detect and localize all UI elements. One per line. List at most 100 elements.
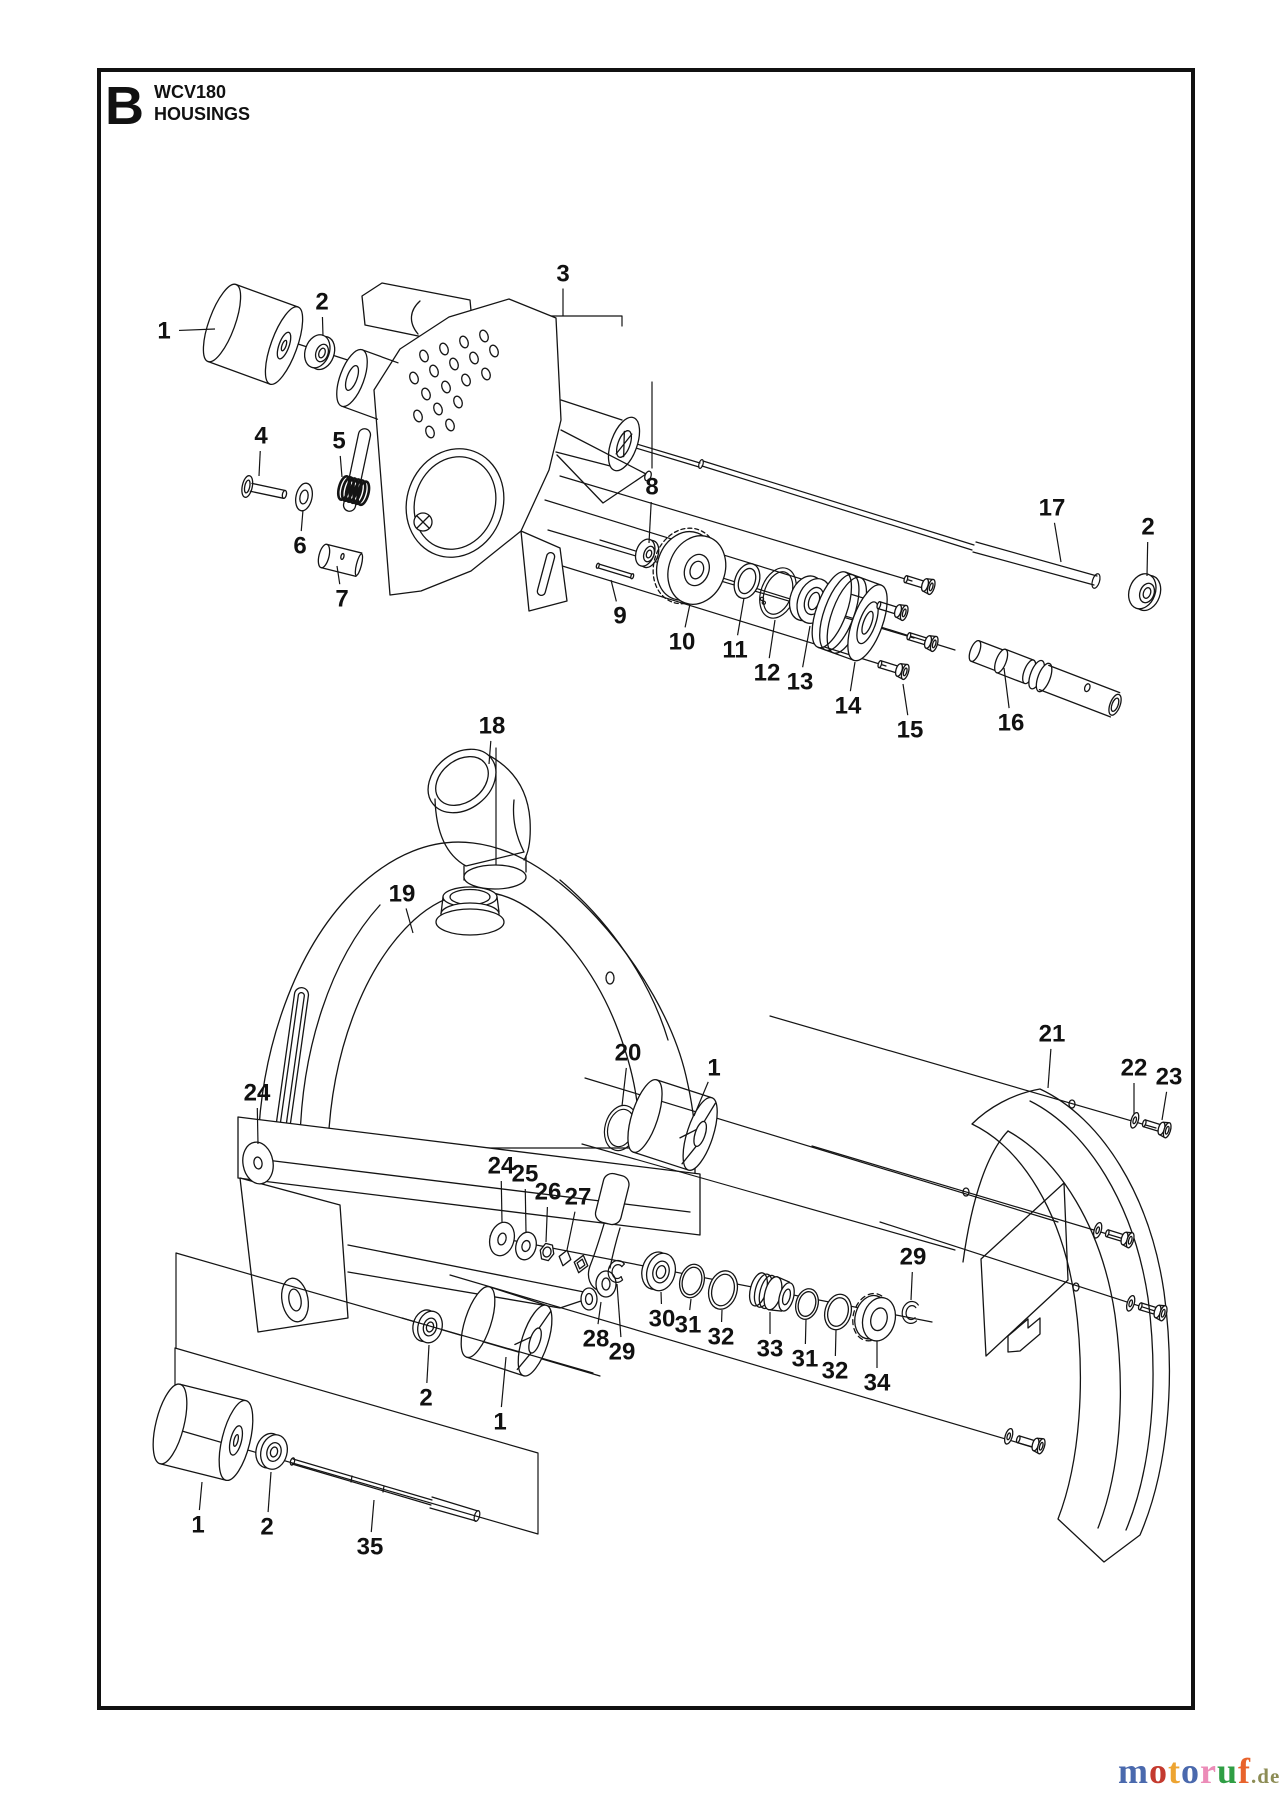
leader-line (500, 1356, 507, 1408)
part-callout-15: 15 (897, 683, 924, 744)
part-number-label: 1 (191, 1512, 204, 1539)
part-number-label: 15 (897, 717, 924, 744)
washer-drawing-24b (488, 1221, 516, 1257)
part-callout-34: 34 (864, 1341, 891, 1397)
part-number-label: 28 (583, 1326, 610, 1353)
washer-drawing-25 (515, 1231, 537, 1261)
kit-box-lines (174, 1252, 594, 1535)
section-letter: B (105, 76, 144, 136)
nut-drawing-26 (539, 1242, 555, 1262)
pin-drawing-9 (595, 562, 635, 580)
leader-line (804, 1318, 807, 1345)
part-callout-20: 20 (615, 1040, 642, 1107)
disc-drawing-24 (242, 1141, 274, 1185)
bushing-drawing-8 (634, 538, 660, 569)
part-number-label: 19 (389, 881, 416, 908)
leader-line (258, 450, 261, 477)
model-code: WCV180 (154, 82, 226, 102)
part-callout-32: 32 (708, 1309, 735, 1351)
seal-stack-row (641, 1251, 919, 1342)
part-number-label: 32 (822, 1358, 849, 1385)
leader-line (178, 328, 216, 332)
cover-drawing-21 (962, 1088, 1171, 1563)
part-callout-2: 2 (315, 289, 329, 337)
watermark-letter: f (1238, 1751, 1252, 1791)
part-callout-28: 28 (583, 1301, 610, 1353)
vent-holes (409, 329, 499, 439)
gear-drawing-10 (652, 527, 727, 605)
part-number-label: 20 (615, 1040, 642, 1067)
square-washer-drawing-27 (558, 1249, 572, 1267)
part-number-label: 34 (864, 1370, 891, 1397)
part-number-label: 2 (419, 1385, 432, 1412)
roller-drawing-1b (460, 1285, 553, 1377)
part-callout-6: 6 (293, 509, 307, 560)
part-number-label: 27 (565, 1184, 592, 1211)
part-number-label: 22 (1121, 1055, 1148, 1082)
part-callout-23: 23 (1156, 1064, 1182, 1121)
part-callout-29: 29 (900, 1244, 926, 1301)
part-number-label: 31 (792, 1346, 819, 1373)
part-number-label: 4 (254, 423, 268, 450)
part-callout-10: 10 (669, 603, 696, 656)
ring-drawing-11 (733, 562, 761, 600)
part-number-label: 32 (708, 1324, 735, 1351)
leader-line (902, 683, 909, 716)
housing-drawing-19 (237, 841, 701, 1333)
leader-line (616, 1283, 622, 1338)
leader-line (621, 1067, 627, 1107)
leader-line (336, 565, 341, 585)
leader-line (802, 625, 811, 668)
gearbox-exploded-top (202, 282, 1162, 718)
leader-line (1161, 1091, 1168, 1121)
part-callout-16: 16 (998, 667, 1024, 737)
washer-drawing-6 (295, 482, 313, 512)
leader-line (849, 661, 856, 692)
leader-line (426, 1344, 430, 1384)
part-number-label: 29 (609, 1339, 636, 1366)
part-callout-5: 5 (332, 428, 346, 478)
ring-drawing-31b (794, 1288, 820, 1320)
roller-drawing-1d (152, 1383, 254, 1482)
part-callout-2: 2 (419, 1344, 433, 1412)
part-number-label: 8 (645, 474, 658, 501)
part-callout-2: 2 (1141, 514, 1155, 577)
leader-line (488, 740, 492, 765)
bearing-drawing-2b (1127, 573, 1162, 612)
leader-line (684, 603, 691, 628)
part-number-label: 26 (535, 1179, 562, 1206)
part-callout-7: 7 (335, 565, 349, 613)
part-number-label: 2 (260, 1514, 273, 1541)
watermark-letter: u (1216, 1751, 1239, 1791)
part-number-label: 2 (1141, 514, 1154, 541)
ring-drawing-31a (678, 1263, 706, 1299)
part-callout-19: 19 (389, 881, 416, 934)
part-number-label: 9 (613, 603, 626, 630)
part-number-label: 24 (488, 1153, 515, 1180)
watermark-letter: o (1149, 1751, 1168, 1791)
part-callout-24: 24 (488, 1153, 515, 1223)
page-title: HOUSINGS (154, 104, 250, 124)
leader-line (689, 1298, 692, 1311)
leader-line (1003, 667, 1010, 709)
part-number-label: 13 (787, 669, 814, 696)
bearing-drawing-2d (255, 1432, 288, 1470)
part-number-label: 25 (512, 1161, 539, 1188)
bearing-drawing-30 (641, 1251, 677, 1292)
leader-line (545, 1206, 548, 1243)
part-number-label: 30 (649, 1306, 676, 1333)
part-number-label: 10 (669, 629, 696, 656)
elbow-pipe-drawing-18 (427, 747, 531, 890)
leader-line (610, 579, 617, 602)
leader-line (321, 316, 324, 337)
part-number-label: 12 (754, 660, 781, 687)
leader-line (597, 1301, 602, 1325)
part-number-label: 35 (357, 1534, 384, 1561)
leader-line (256, 1107, 259, 1145)
leader-line (370, 1499, 375, 1533)
watermark-letter: t (1168, 1751, 1181, 1791)
leader-line (566, 1211, 576, 1251)
part-callout-27: 27 (565, 1184, 592, 1251)
